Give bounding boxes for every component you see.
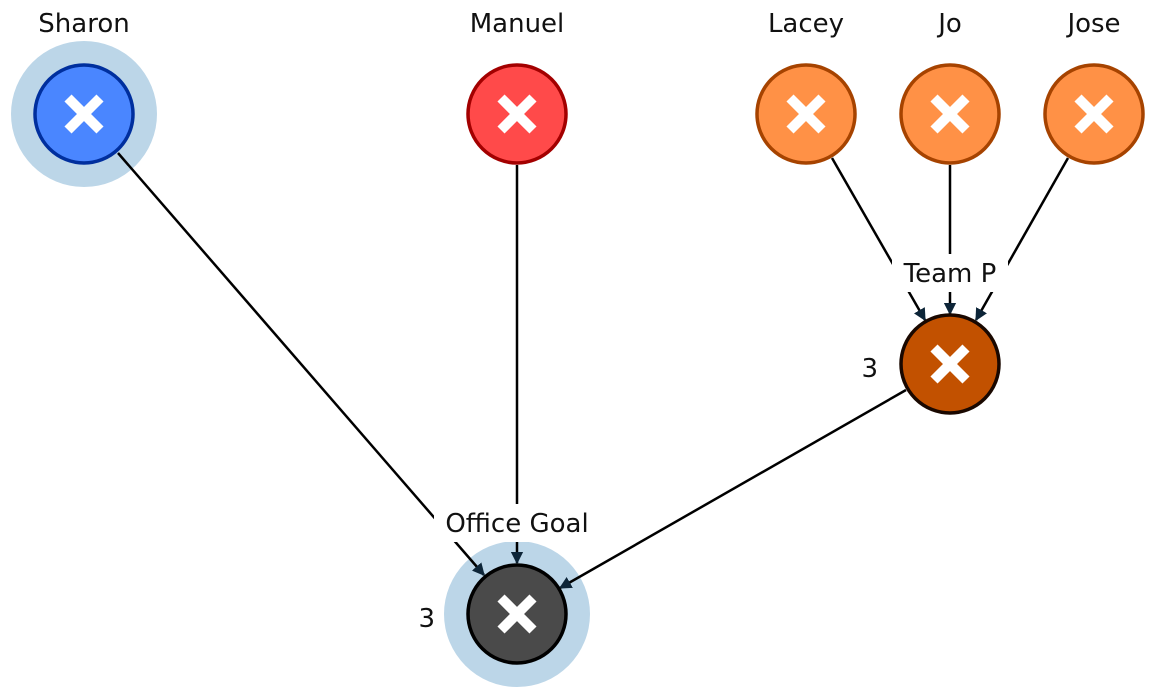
office-goal-label-bg xyxy=(434,504,600,542)
node-office-goal[interactable] xyxy=(466,563,568,665)
node-label-lacey: Lacey xyxy=(768,9,844,39)
node-sharon[interactable] xyxy=(33,63,135,165)
node-team-p[interactable] xyxy=(899,313,1001,415)
edge-sharon-to-office-goal xyxy=(117,152,485,576)
node-count-team-p: 3 xyxy=(861,354,878,384)
node-lacey[interactable] xyxy=(755,63,857,165)
node-label-office-goal: Office Goal xyxy=(445,509,588,539)
node-label-manuel: Manuel xyxy=(470,9,565,39)
node-label-jo: Jo xyxy=(936,9,962,39)
team-p-label-bg xyxy=(892,254,1008,292)
node-label-sharon: Sharon xyxy=(38,9,129,39)
node-jose[interactable] xyxy=(1043,63,1145,165)
edge-team-p-to-office-goal xyxy=(558,388,907,590)
node-label-jose: Jose xyxy=(1065,9,1120,39)
edge-jose-to-team-p xyxy=(974,157,1070,322)
node-jo[interactable] xyxy=(899,63,1001,165)
node-count-office-goal: 3 xyxy=(418,604,435,634)
edge-lacey-to-team-p xyxy=(830,157,927,322)
node-label-team-p: Team P xyxy=(903,259,997,289)
node-manuel[interactable] xyxy=(466,63,568,165)
